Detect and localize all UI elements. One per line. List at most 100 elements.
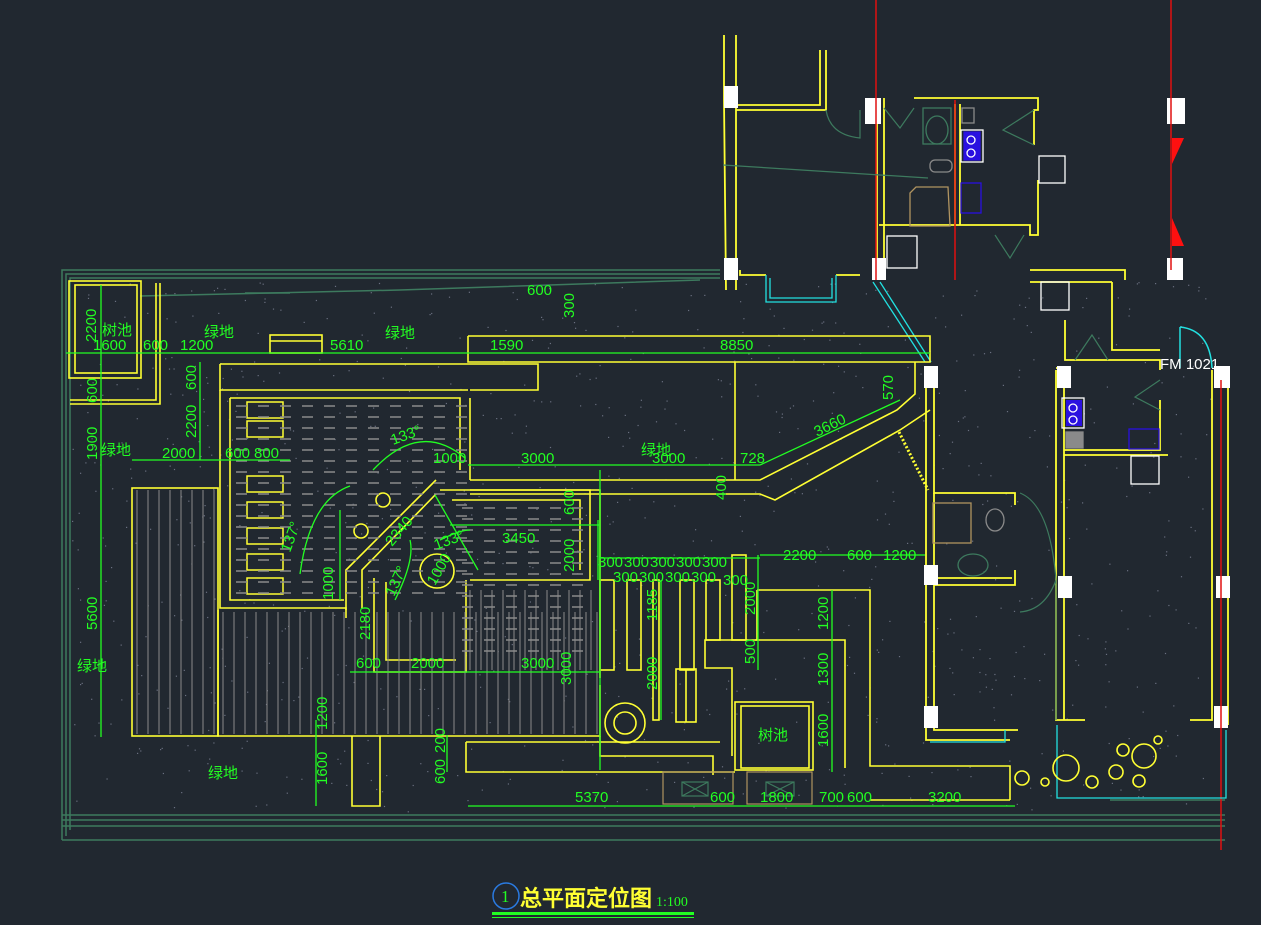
- speckle: [573, 481, 575, 484]
- speckle: [210, 692, 212, 694]
- speckle: [374, 425, 376, 427]
- speckle: [382, 377, 384, 379]
- speckle: [585, 514, 587, 516]
- speckle: [377, 472, 379, 474]
- drawing-scale: 1:100: [656, 895, 688, 910]
- speckle: [938, 434, 940, 437]
- speckle: [272, 308, 275, 310]
- speckle: [1019, 369, 1021, 371]
- speckle: [354, 411, 356, 413]
- speckle: [843, 332, 845, 334]
- speckle: [182, 394, 184, 396]
- speckle: [404, 364, 406, 366]
- column: [1214, 366, 1230, 388]
- dim-step-300-4: 300: [676, 554, 701, 571]
- column: [1058, 576, 1072, 598]
- dim-600b: 600: [225, 445, 250, 462]
- speckle: [750, 657, 752, 659]
- speckle: [263, 380, 265, 382]
- speckle: [301, 778, 303, 780]
- speckle: [1157, 590, 1159, 592]
- speckle: [824, 742, 826, 745]
- speckle: [815, 489, 817, 491]
- speckle: [995, 679, 997, 681]
- speckle: [733, 462, 735, 464]
- speckle: [739, 515, 741, 517]
- speckle: [78, 512, 80, 514]
- speckle: [602, 415, 604, 417]
- speckle: [560, 653, 563, 655]
- speckle: [743, 318, 745, 320]
- angle-133a: 133°: [389, 422, 424, 449]
- speckle: [985, 686, 987, 688]
- speckle: [1082, 502, 1084, 504]
- speckle: [976, 290, 978, 292]
- speckle: [736, 690, 738, 692]
- speckle: [618, 477, 620, 479]
- speckle: [755, 491, 757, 493]
- speckle: [655, 421, 658, 423]
- dim-8850: 8850: [720, 337, 753, 354]
- speckle: [632, 331, 634, 333]
- speckle: [796, 721, 798, 723]
- bathroom-divider: [897, 431, 930, 491]
- speckle: [417, 423, 419, 426]
- speckle: [608, 436, 610, 438]
- speckle: [717, 379, 719, 381]
- speckle: [1120, 789, 1122, 791]
- speckle: [995, 579, 997, 581]
- speckle: [651, 697, 653, 699]
- speckle: [617, 325, 619, 328]
- speckle: [629, 499, 631, 501]
- speckle: [162, 772, 164, 775]
- dim-1300v: 1300: [815, 653, 832, 686]
- speckle: [703, 347, 705, 349]
- speckle: [631, 487, 633, 489]
- speckle: [945, 326, 947, 328]
- speckle: [595, 403, 597, 406]
- dim-1800: 1800: [760, 789, 793, 806]
- speckle: [882, 639, 884, 641]
- speckle: [471, 748, 473, 750]
- speckle: [230, 368, 232, 370]
- speckle: [978, 474, 980, 476]
- speckle: [511, 432, 513, 434]
- speckle: [160, 749, 162, 751]
- speckle: [843, 371, 845, 373]
- speckle: [726, 688, 728, 690]
- speckle: [145, 470, 147, 472]
- speckle: [112, 488, 114, 490]
- dimension-lines: [66, 285, 1015, 807]
- speckle: [592, 575, 594, 577]
- speckle: [1105, 664, 1107, 666]
- speckle: [767, 485, 769, 487]
- speckle: [550, 521, 552, 523]
- speckle: [1068, 537, 1071, 540]
- speckle: [432, 448, 434, 450]
- speckle: [242, 376, 244, 378]
- speckle: [387, 592, 389, 594]
- speckle: [1078, 664, 1080, 666]
- speckle: [319, 359, 321, 361]
- speckle: [524, 745, 526, 747]
- speckle: [888, 745, 890, 747]
- speckle: [1016, 803, 1018, 805]
- speckle: [87, 412, 89, 414]
- speckle: [768, 345, 770, 347]
- speckle: [875, 566, 877, 568]
- speckle: [1105, 706, 1107, 708]
- dim-step-300-6: 300: [613, 569, 638, 586]
- title-underline-thin: [492, 917, 694, 918]
- speckle: [821, 322, 823, 324]
- speckle: [647, 684, 649, 686]
- speckle: [630, 358, 632, 360]
- speckle: [961, 314, 963, 316]
- speckle: [693, 806, 695, 808]
- speckle: [615, 629, 617, 631]
- speckle: [1132, 403, 1134, 405]
- speckle: [124, 316, 126, 318]
- speckle: [262, 283, 264, 285]
- speckle: [920, 373, 922, 375]
- speckle: [373, 312, 375, 314]
- speckle: [554, 466, 556, 468]
